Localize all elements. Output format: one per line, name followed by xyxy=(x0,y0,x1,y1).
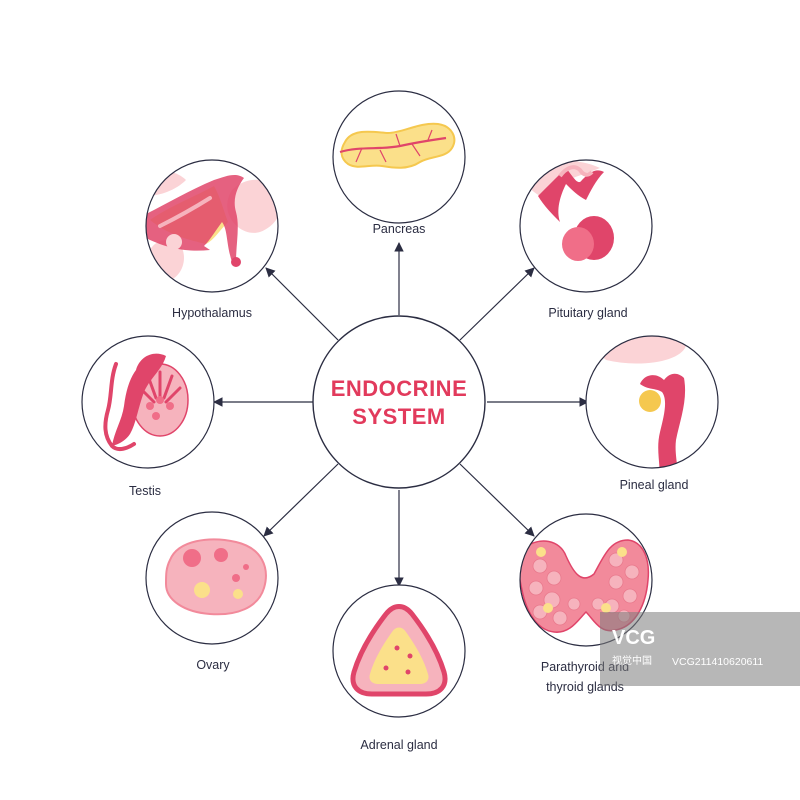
thyroid-icon xyxy=(520,539,650,633)
testis-node: Testis xyxy=(81,335,215,498)
watermark-site: 视觉中国 xyxy=(612,654,652,667)
label-pituitary: Pituitary gland xyxy=(548,306,627,320)
hypothalamus-node: Hypothalamus xyxy=(145,159,279,320)
title-line-1: ENDOCRINE xyxy=(331,376,468,401)
watermark-id: VCG211410620611 xyxy=(672,656,763,668)
pituitary-node: Pituitary gland xyxy=(519,159,653,320)
pineal-node: Pineal gland xyxy=(585,335,719,492)
arrow-to-ovary xyxy=(263,463,339,537)
ovary-icon xyxy=(164,538,267,616)
watermark-brand: VCG xyxy=(612,627,655,649)
arrow-to-pituitary xyxy=(459,267,535,341)
pituitary-icon xyxy=(520,160,614,261)
pancreas-icon xyxy=(339,122,456,169)
arrow-to-hypothalamus xyxy=(265,267,339,341)
label-pancreas: Pancreas xyxy=(373,222,426,236)
arrow-to-thyroid xyxy=(459,463,535,537)
ovary-node: Ovary xyxy=(145,511,279,672)
adrenal-icon xyxy=(350,604,448,697)
thyroid-node: Parathyroid and thyroid glands xyxy=(519,513,653,694)
label-pineal: Pineal gland xyxy=(620,478,689,492)
adrenal-node: Adrenal gland xyxy=(332,584,466,752)
label-testis: Testis xyxy=(129,484,161,498)
title-line-2: SYSTEM xyxy=(352,404,445,429)
label-adrenal: Adrenal gland xyxy=(360,738,437,752)
stock-watermark: VCG 视觉中国 VCG211410620611 xyxy=(600,612,800,686)
pancreas-node: Pancreas xyxy=(332,90,466,236)
center-node: ENDOCRINE SYSTEM xyxy=(312,315,486,489)
label-hypothalamus: Hypothalamus xyxy=(172,306,252,320)
pineal-icon xyxy=(596,336,686,468)
testis-icon xyxy=(103,353,189,452)
label-ovary: Ovary xyxy=(196,658,230,672)
connector-arrows xyxy=(213,242,589,587)
